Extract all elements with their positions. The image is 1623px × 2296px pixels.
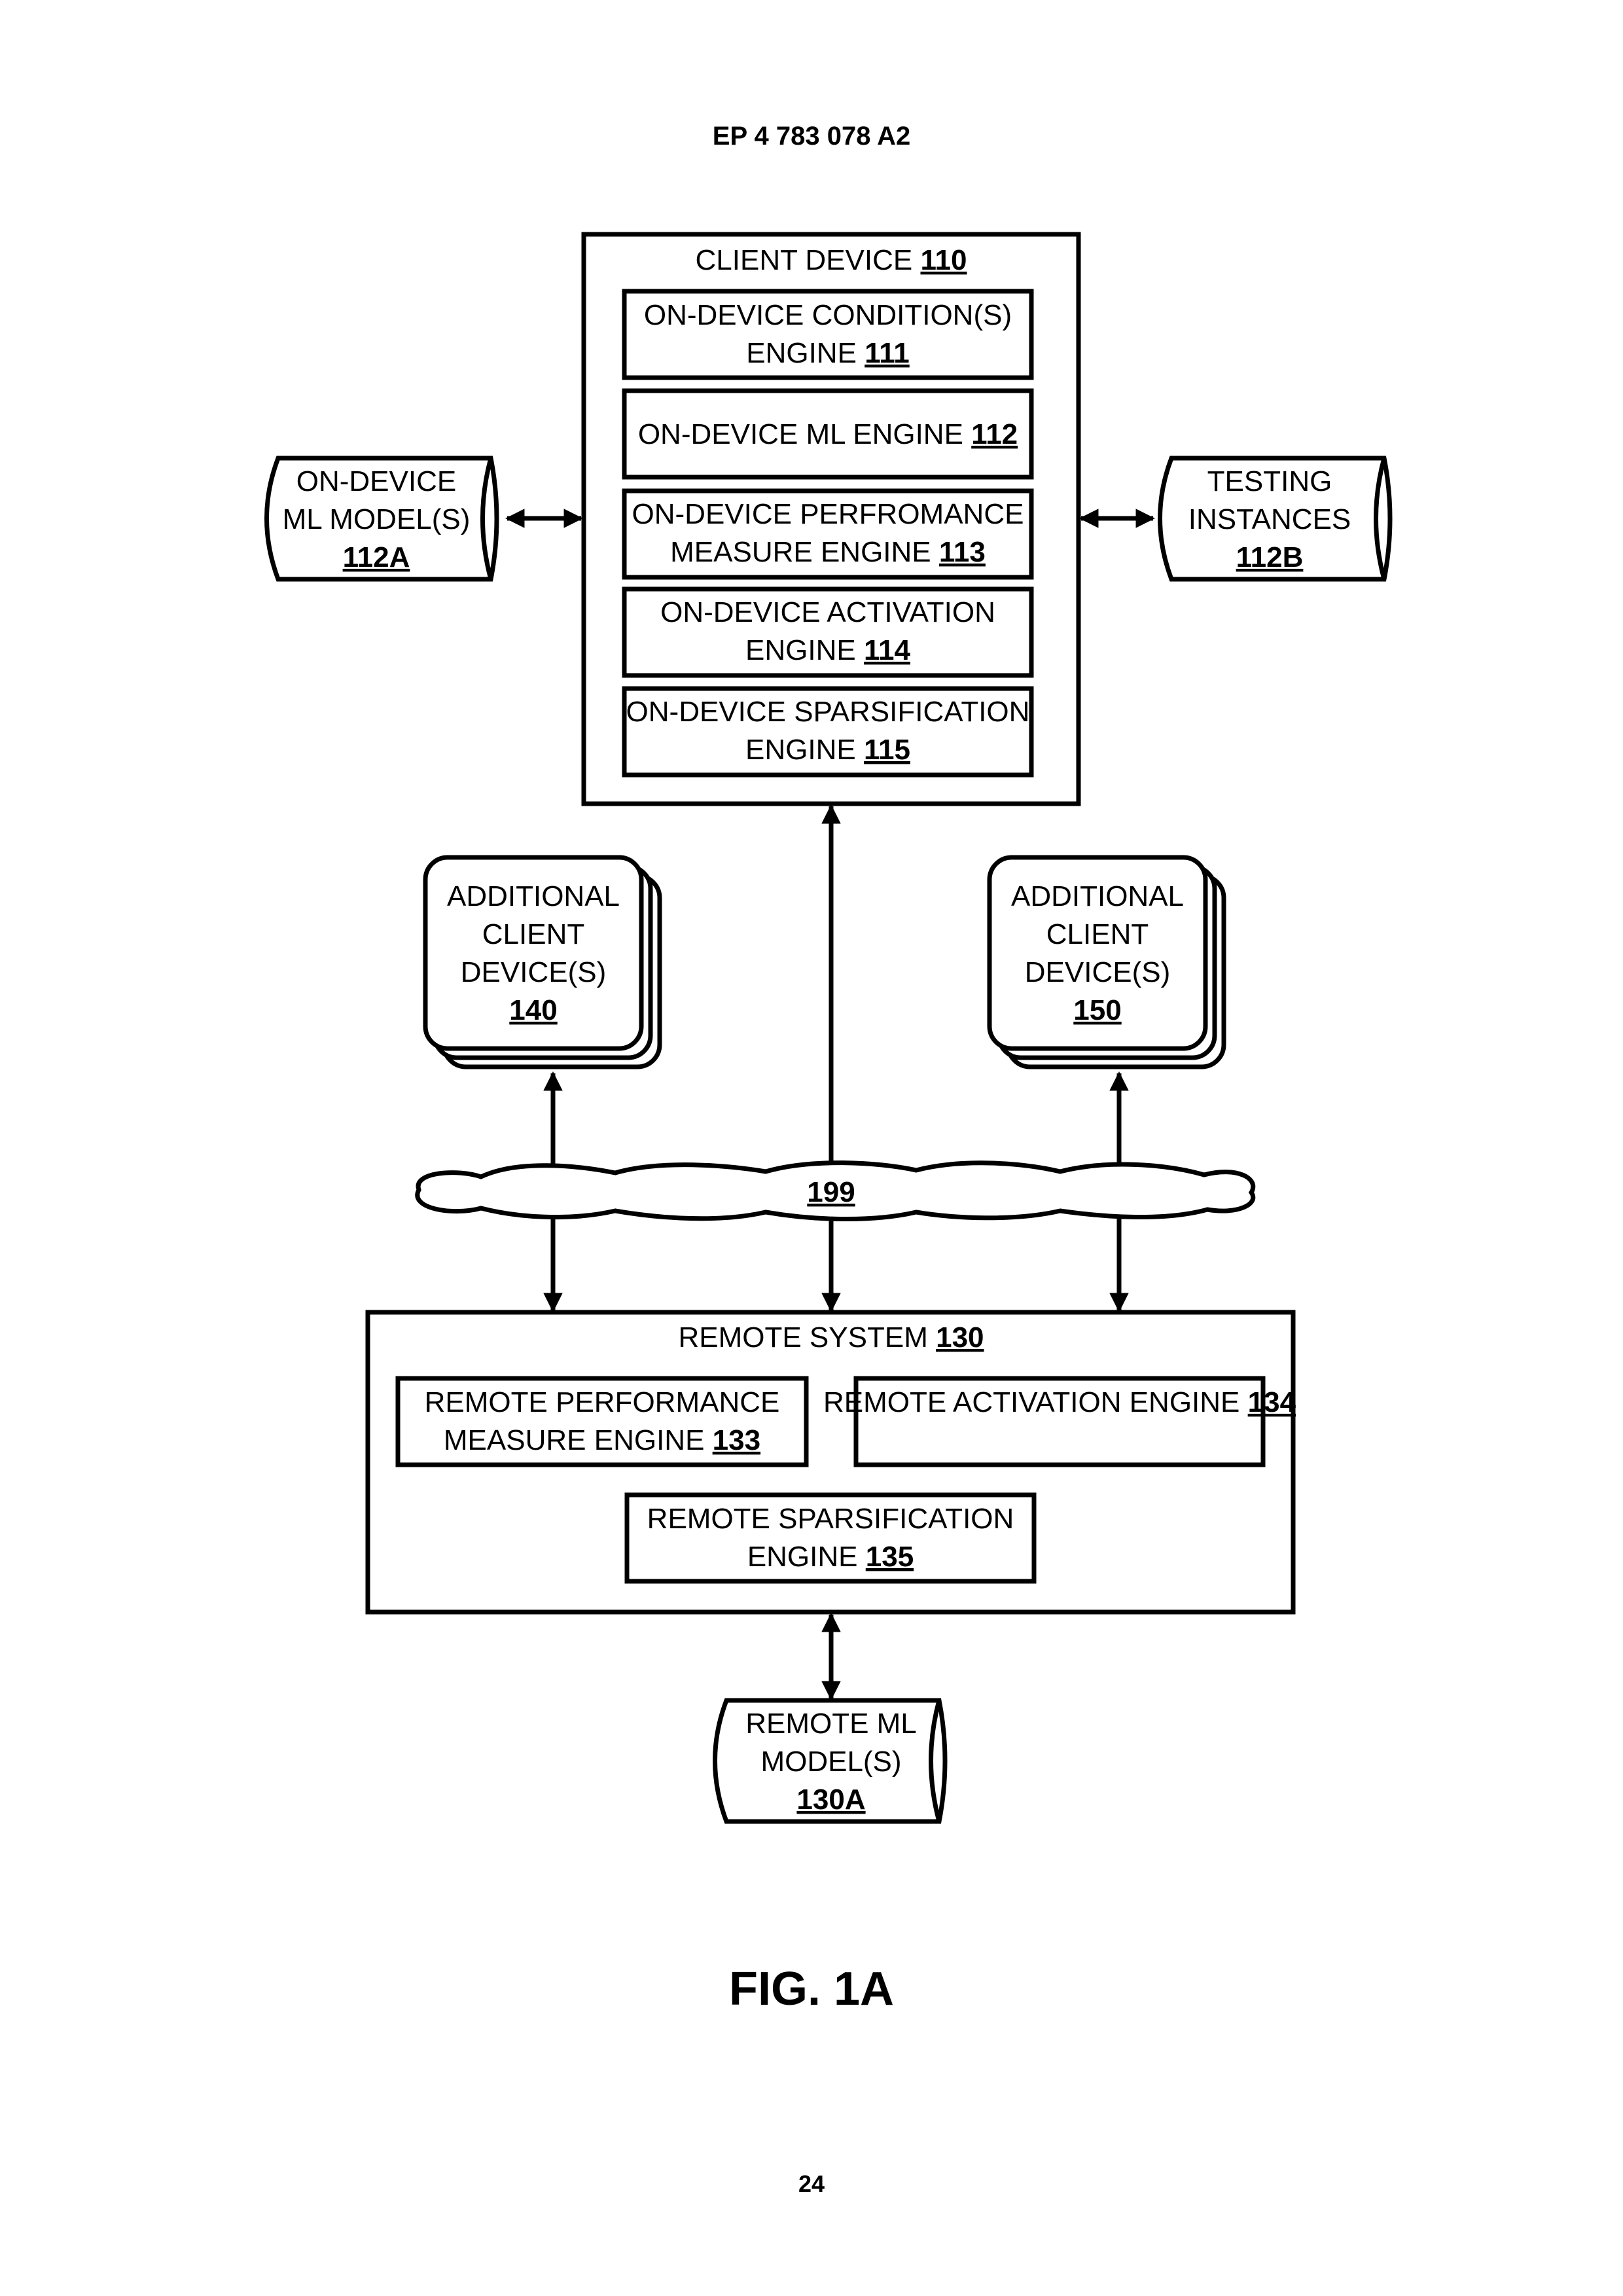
- engine-113-ref: 113: [939, 536, 986, 568]
- engine-133-line-2: MEASURE ENGINE 133: [444, 1424, 760, 1456]
- additional-150-line-3: DEVICE(S): [1025, 956, 1170, 988]
- engine-111: ON-DEVICE CONDITION(S) ENGINE 111: [624, 291, 1031, 378]
- additional-client-devices-150: ADDITIONAL CLIENT DEVICE(S) 150: [990, 857, 1224, 1067]
- remote-system-title: REMOTE SYSTEM 130: [678, 1321, 984, 1354]
- engine-114-line-2: ENGINE 114: [745, 634, 910, 666]
- testing-instances-line-1: TESTING: [1207, 465, 1332, 497]
- engine-111-line-2: ENGINE 111: [746, 337, 910, 369]
- engine-114: ON-DEVICE ACTIVATION ENGINE 114: [624, 589, 1031, 675]
- page-number: 24: [0, 2170, 1623, 2198]
- engine-113-line-1: ON-DEVICE PERFROMANCE: [632, 498, 1024, 530]
- additional-client-devices-140: ADDITIONAL CLIENT DEVICE(S) 140: [425, 857, 660, 1067]
- engine-114-ref: 114: [864, 634, 911, 666]
- engine-113-line-2: MEASURE ENGINE 113: [670, 536, 986, 568]
- additional-150-line-2: CLIENT: [1046, 918, 1149, 950]
- remote-models-ref: 130A: [796, 1784, 865, 1816]
- engine-115: ON-DEVICE SPARSIFICATION ENGINE 115: [624, 689, 1031, 775]
- remote-models-line-2: MODEL(S): [760, 1746, 901, 1778]
- ml-models-line-1: ON-DEVICE: [296, 465, 456, 497]
- engine-133-line-1: REMOTE PERFORMANCE: [425, 1386, 780, 1418]
- additional-140-line-1: ADDITIONAL: [447, 880, 620, 912]
- engine-112: ON-DEVICE ML ENGINE 112: [624, 391, 1031, 477]
- client-device-title: CLIENT DEVICE 110: [696, 244, 967, 276]
- ml-models-ref: 112A: [343, 541, 410, 573]
- engine-115-line-1: ON-DEVICE SPARSIFICATION: [626, 696, 1030, 728]
- additional-150-line-1: ADDITIONAL: [1011, 880, 1184, 912]
- engine-135: REMOTE SPARSIFICATION ENGINE 135: [627, 1495, 1034, 1581]
- ml-models-line-2: ML MODEL(S): [283, 503, 471, 535]
- remote-models-line-1: REMOTE ML: [745, 1708, 917, 1740]
- engine-135-line-1: REMOTE SPARSIFICATION: [647, 1503, 1014, 1535]
- additional-140-ref: 140: [509, 994, 557, 1026]
- remote-ml-models-cylinder: REMOTE ML MODEL(S) 130A: [715, 1700, 946, 1821]
- on-device-ml-models-cylinder: ON-DEVICE ML MODEL(S) 112A: [267, 458, 497, 579]
- engine-135-ref: 135: [866, 1541, 914, 1573]
- engine-111-line-1: ON-DEVICE CONDITION(S): [644, 299, 1012, 331]
- engine-133-ref: 133: [713, 1424, 760, 1456]
- engine-114-line-1: ON-DEVICE ACTIVATION: [660, 596, 995, 628]
- additional-140-line-3: DEVICE(S): [461, 956, 606, 988]
- engine-111-ref: 111: [865, 337, 910, 369]
- additional-140-line-2: CLIENT: [482, 918, 584, 950]
- engine-135-line-2: ENGINE 135: [747, 1541, 914, 1573]
- network-cloud-199: 199: [418, 1163, 1253, 1219]
- engine-113: ON-DEVICE PERFROMANCE MEASURE ENGINE 113: [624, 491, 1031, 577]
- figure-label: FIG. 1A: [0, 1962, 1623, 2016]
- testing-instances-line-2: INSTANCES: [1188, 503, 1351, 535]
- testing-instances-ref: 112B: [1236, 541, 1304, 573]
- engine-134-line-1: REMOTE ACTIVATION ENGINE 134: [823, 1386, 1296, 1418]
- additional-150-ref: 150: [1073, 994, 1121, 1026]
- engine-115-ref: 115: [864, 734, 910, 766]
- engine-112-line-1: ON-DEVICE ML ENGINE 112: [638, 418, 1018, 450]
- engine-134-ref: 134: [1248, 1386, 1296, 1418]
- network-ref: 199: [807, 1176, 855, 1208]
- testing-instances-cylinder: TESTING INSTANCES 112B: [1160, 458, 1391, 579]
- client-engine-list: ON-DEVICE CONDITION(S)ENGINE 111ON-DEVIC…: [624, 291, 1031, 775]
- engine-115-line-2: ENGINE 115: [745, 734, 910, 766]
- engine-133: REMOTE PERFORMANCE MEASURE ENGINE 133: [398, 1378, 806, 1465]
- engine-112-ref: 112: [971, 418, 1018, 450]
